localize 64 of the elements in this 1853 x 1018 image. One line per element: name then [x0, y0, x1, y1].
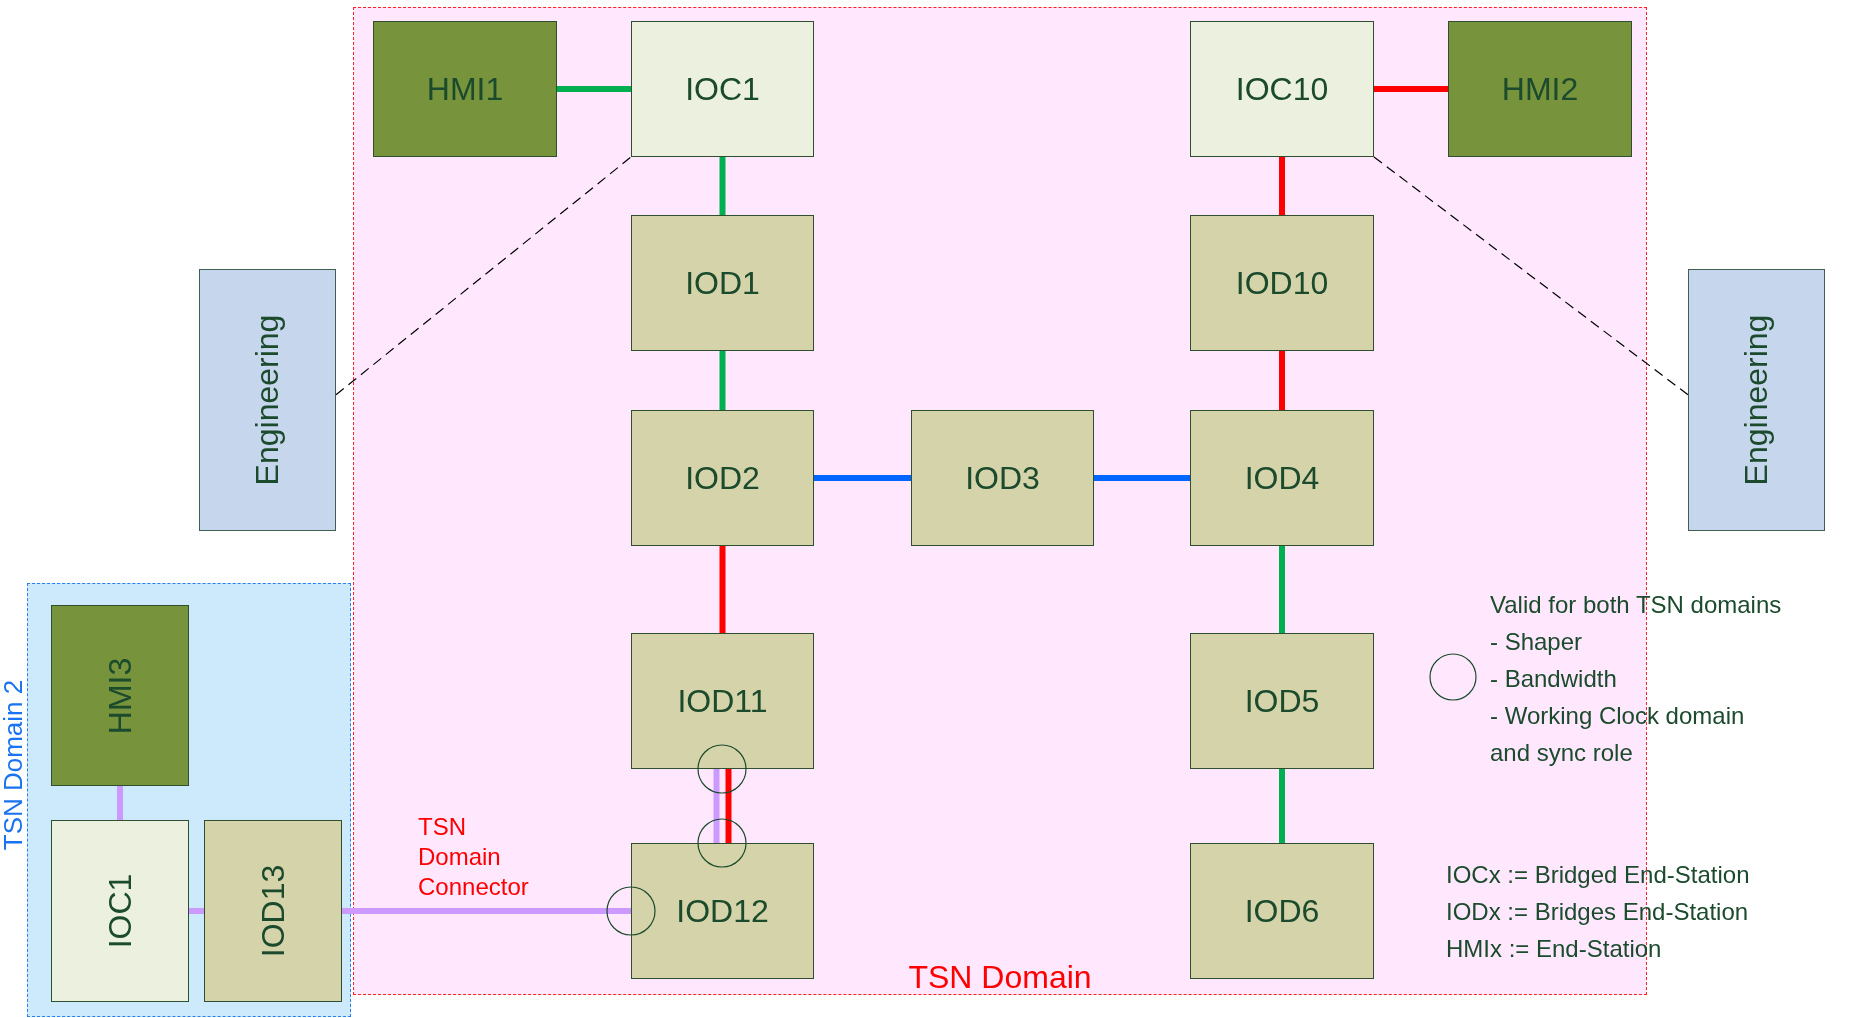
link-line — [189, 908, 204, 914]
device-box — [631, 633, 814, 769]
link-line — [719, 546, 726, 633]
device-box — [631, 410, 814, 546]
link-line — [1279, 351, 1285, 410]
note-text: - Shaper — [1490, 627, 1584, 657]
device-box — [1190, 215, 1374, 351]
device-box — [1190, 410, 1374, 546]
device-box — [631, 215, 814, 351]
device-label: HMI1 — [426, 73, 504, 105]
device-label: IOC1 — [685, 73, 760, 105]
link-line — [1094, 475, 1190, 481]
region-title: TSN Domain 2 — [0, 678, 26, 853]
definition-text: HMIx := End-Station — [1446, 934, 1663, 964]
link-line — [1279, 546, 1285, 633]
link-line — [557, 86, 631, 92]
device-box — [631, 843, 814, 979]
note-text: - Bandwidth — [1490, 664, 1618, 694]
note-text: - Working Clock domain and sync role — [1490, 701, 1746, 768]
link-line — [719, 351, 726, 410]
device-label: HMI2 — [1501, 73, 1579, 105]
device-label: IOD2 — [685, 462, 760, 494]
device-box — [631, 21, 814, 157]
link-line — [1279, 157, 1285, 215]
link-line — [725, 769, 732, 843]
device-label: IOD11 — [677, 685, 768, 717]
device-box — [204, 820, 342, 1002]
link-line — [1279, 769, 1285, 843]
dashed-connector — [335, 156, 632, 396]
link-line — [814, 475, 911, 481]
device-label: IOD13 — [257, 864, 289, 958]
device-box — [1190, 21, 1374, 157]
device-label: IOD6 — [1244, 895, 1320, 927]
link-line — [117, 786, 123, 820]
device-label: HMI3 — [104, 657, 136, 734]
device-label: IOD3 — [965, 462, 1040, 494]
device-box — [373, 21, 557, 157]
engineering-box — [199, 269, 336, 531]
device-box — [911, 410, 1094, 546]
edge-label: TSN Domain Connector — [418, 812, 530, 902]
legend-text: Valid for both TSN domains — [1490, 590, 1783, 620]
device-box — [1190, 843, 1374, 979]
device-label: IOC1 — [104, 873, 136, 949]
definition-text: IOCx := Bridged End-Station — [1446, 860, 1750, 890]
device-box — [1448, 21, 1632, 157]
device-box — [1190, 633, 1374, 769]
device-label: IOD1 — [685, 267, 760, 299]
engineering-box — [1688, 269, 1825, 531]
device-label: Engineering — [251, 314, 284, 486]
device-label: IOD12 — [676, 895, 769, 927]
link-line — [719, 157, 726, 215]
dashed-connector — [1373, 156, 1689, 396]
device-label: IOD5 — [1244, 685, 1320, 717]
link-line — [713, 769, 720, 843]
region-title: TSN Domain — [908, 961, 1092, 993]
link-line — [1374, 86, 1448, 92]
device-box — [51, 605, 189, 786]
device-box — [51, 820, 189, 1002]
definition-text: IODx := Bridges End-Station — [1446, 897, 1750, 927]
link-line — [342, 908, 631, 914]
device-label: Engineering — [1740, 314, 1773, 486]
device-label: IOD4 — [1244, 462, 1320, 494]
device-label: IOD10 — [1235, 267, 1329, 299]
device-label: IOC10 — [1235, 73, 1329, 105]
